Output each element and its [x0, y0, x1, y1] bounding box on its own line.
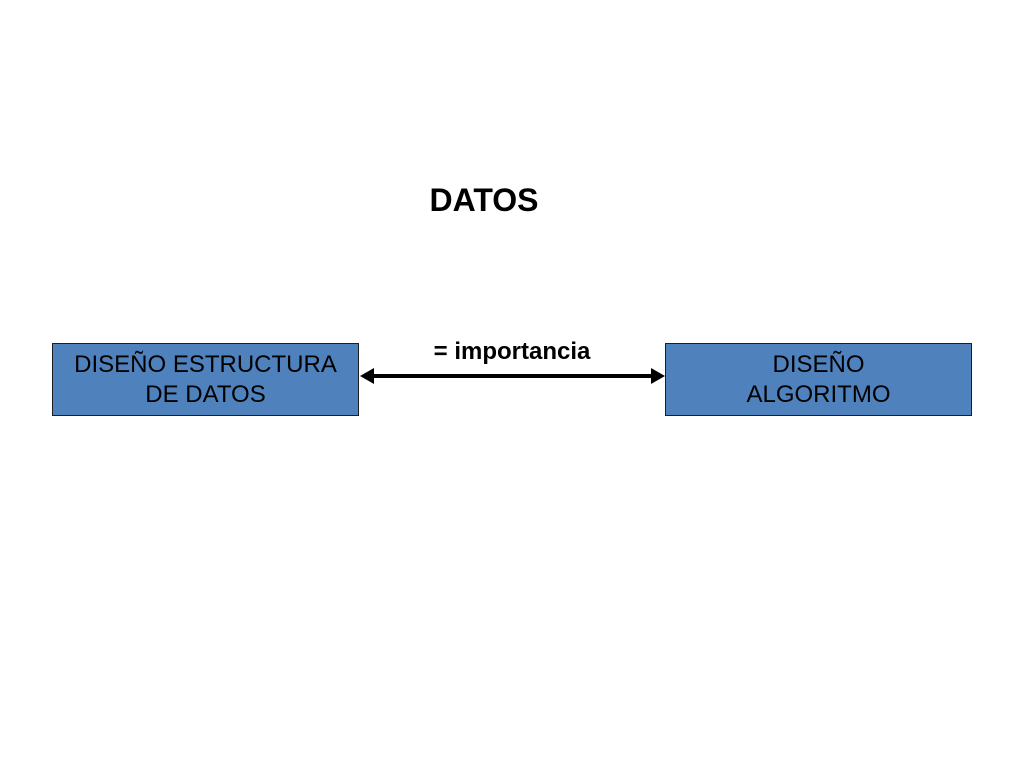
slide-title: DATOS [429, 182, 539, 218]
connector-label: = importancia [433, 338, 591, 365]
box-left-line-1: DISEÑO ESTRUCTURA [74, 350, 337, 378]
box-diseno-estructura-datos: DISEÑO ESTRUCTURA DE DATOS [52, 343, 359, 416]
box-left-line-2: DE DATOS [145, 380, 266, 408]
arrow-head-left [360, 368, 374, 384]
box-diseno-algoritmo: DISEÑO ALGORITMO [665, 343, 972, 416]
box-right-line-2: ALGORITMO [746, 380, 891, 408]
box-right-line-1: DISEÑO [772, 350, 865, 378]
arrow-head-right [651, 368, 665, 384]
